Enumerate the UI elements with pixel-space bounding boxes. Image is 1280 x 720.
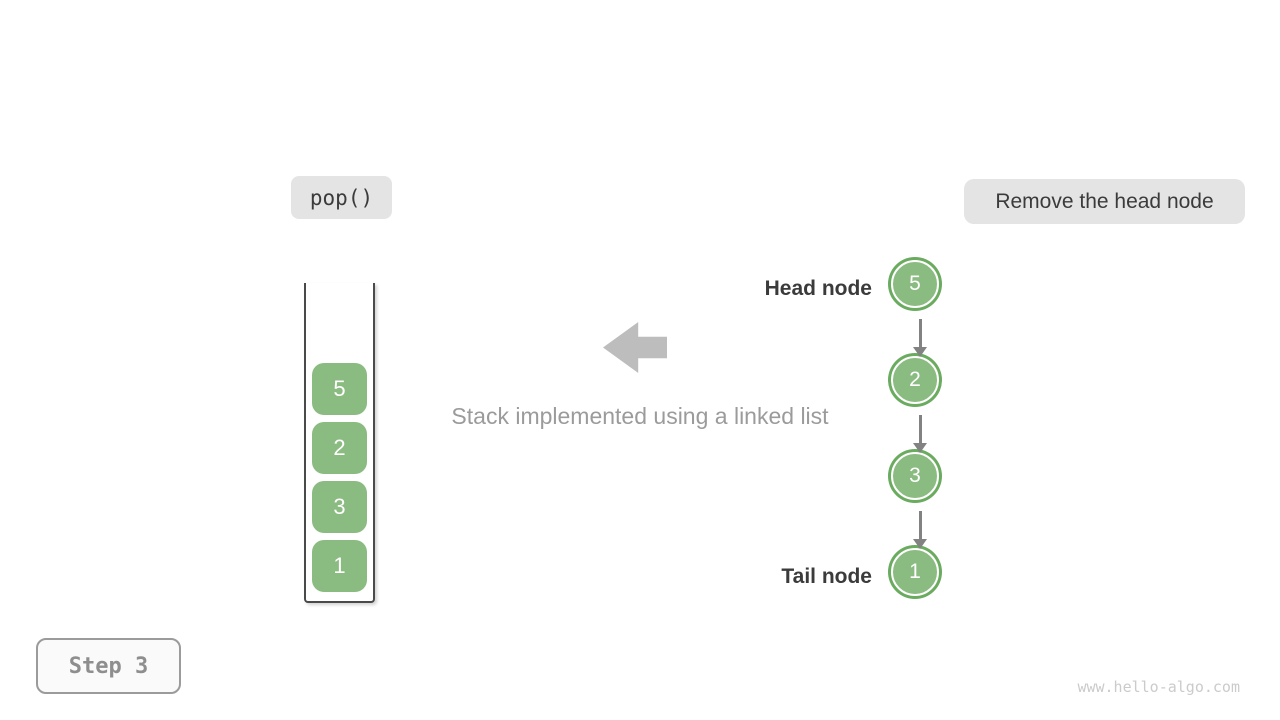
tail-node-label: Tail node <box>781 565 872 588</box>
linked-list-node: 1 <box>891 548 939 596</box>
link-line <box>918 511 922 539</box>
node-link-arrow <box>908 511 932 549</box>
node-link-arrow <box>908 415 932 453</box>
diagram-caption: Stack implemented using a linked list <box>451 403 829 429</box>
step-indicator: Step 3 <box>36 638 181 694</box>
stack-container: 5 2 3 1 <box>304 283 375 603</box>
down-arrow-icon <box>913 443 927 453</box>
stack-item: 1 <box>312 540 367 592</box>
down-arrow-icon <box>913 347 927 357</box>
watermark: www.hello-algo.com <box>1077 678 1240 696</box>
linked-list-node: 2 <box>891 356 939 404</box>
remove-head-node-label: Remove the head node <box>995 189 1214 213</box>
pop-operation-label: pop() <box>309 185 374 210</box>
linked-list-node: 5 <box>891 260 939 308</box>
stack-item: 2 <box>312 422 367 474</box>
head-node-label: Head node <box>764 277 872 300</box>
linked-list-node: 3 <box>891 452 939 500</box>
link-line <box>918 415 922 443</box>
stack-item: 5 <box>312 363 367 415</box>
remove-head-node-badge: Remove the head node <box>964 179 1245 224</box>
stack-item: 3 <box>312 481 367 533</box>
left-block-arrow-icon <box>603 322 667 373</box>
node-link-arrow <box>908 319 932 357</box>
link-line <box>918 319 922 347</box>
step-label: Step 3 <box>68 653 149 679</box>
pop-operation-badge: pop() <box>291 176 392 219</box>
down-arrow-icon <box>913 539 927 549</box>
